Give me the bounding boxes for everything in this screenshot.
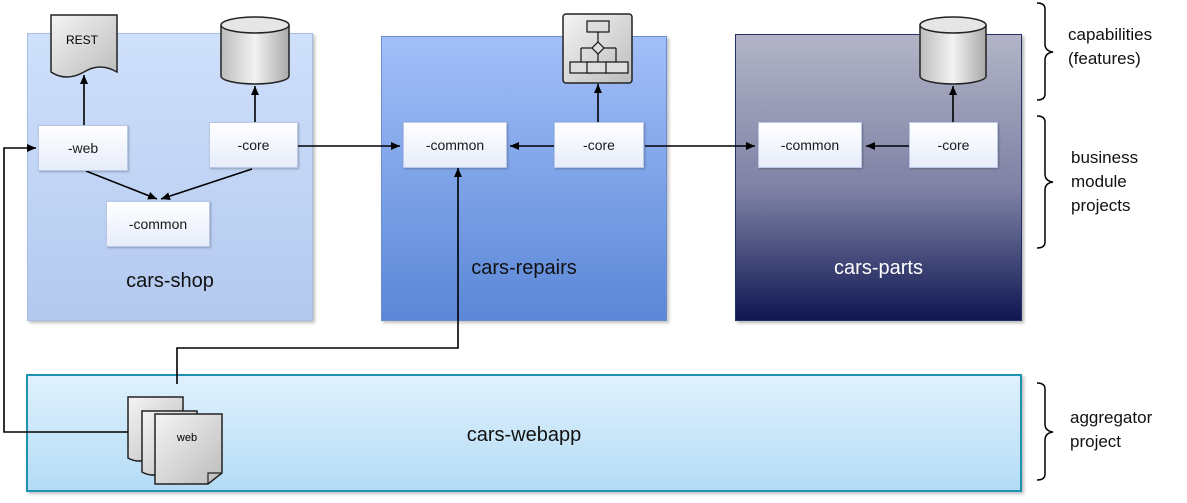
cars-repairs-title: cars-repairs — [471, 257, 577, 279]
core-to-common-arrow — [160, 168, 253, 200]
parts-core-module: -core — [909, 122, 998, 168]
business-label: business module projects — [1071, 148, 1139, 215]
repairs-common-module: -common — [403, 122, 507, 168]
repairs-core-module: -core — [554, 122, 644, 168]
shop-web-module: -web — [38, 125, 128, 171]
cars-webapp-title: cars-webapp — [466, 424, 582, 446]
shop-common-module: -common — [106, 201, 210, 247]
webapp-to-repairs-common-arrow — [176, 168, 462, 384]
aggregator-label: aggregator project — [1070, 408, 1153, 451]
web-documents-icon — [127, 396, 223, 485]
rest-document-icon — [50, 14, 118, 78]
parts-common-module: -common — [758, 122, 862, 168]
capabilities-label: capabilities (features) — [1068, 25, 1153, 68]
parts-database-icon — [919, 16, 987, 85]
workflow-icon — [562, 13, 633, 84]
cars-shop-title: cars-shop — [126, 270, 214, 292]
webapp-doc-label: web — [176, 432, 198, 444]
rest-label: REST — [65, 33, 98, 47]
cars-parts-title: cars-parts — [834, 257, 923, 279]
webapp-to-shop-web-arrow — [3, 144, 128, 433]
capabilities-brace — [1036, 2, 1054, 101]
shop-core-module: -core — [209, 122, 298, 168]
web-to-common-arrow — [85, 170, 158, 200]
shop-database-icon — [220, 16, 290, 85]
business-brace — [1036, 115, 1054, 249]
aggregator-brace — [1036, 382, 1054, 481]
